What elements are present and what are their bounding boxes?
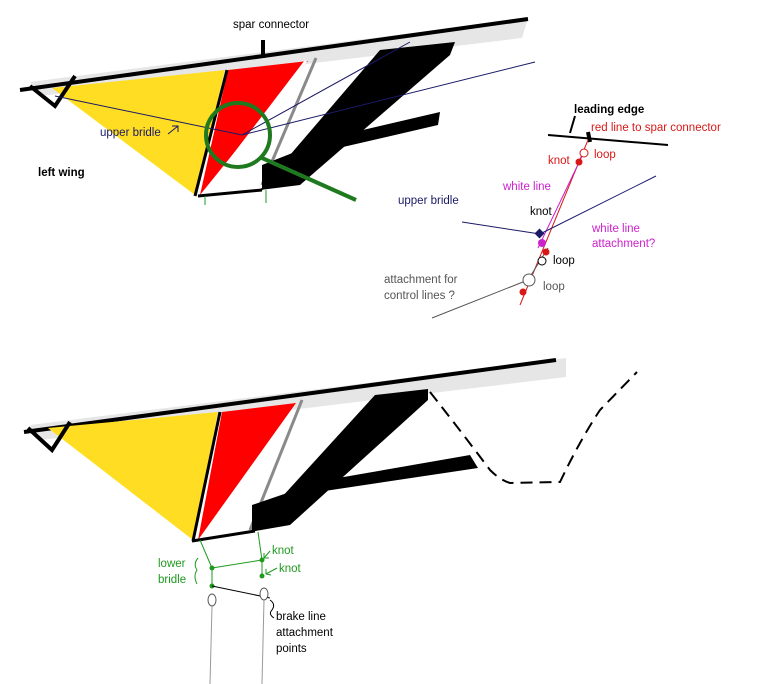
detail-upper-bridle-right bbox=[539, 175, 657, 235]
detail-upper-bridle-left bbox=[461, 221, 541, 235]
label-upper-bridle-top: upper bridle bbox=[100, 127, 161, 139]
label-white-line: white line bbox=[502, 181, 551, 193]
detail-control-line bbox=[431, 279, 529, 319]
top-black-strut-upper bbox=[260, 42, 455, 190]
bottom-leading-edge-line bbox=[23, 358, 557, 434]
bottom-black-keel bbox=[252, 492, 290, 532]
brake-loop-left bbox=[207, 593, 217, 607]
detail-loop-grey bbox=[522, 273, 536, 287]
label-brake-1: brake line bbox=[276, 611, 326, 623]
bottom-bottom-edge bbox=[191, 529, 256, 543]
label-spar-connector: spar connector bbox=[233, 19, 309, 31]
label-attachment-control-1: attachment for bbox=[384, 274, 458, 286]
detail-knot-red-3 bbox=[519, 288, 527, 296]
magnifier-icon bbox=[204, 101, 272, 169]
top-kite-view: spar connector upper bridle left wing bbox=[19, 17, 536, 205]
top-leading-edge-line bbox=[19, 17, 529, 92]
brace-icon-lower-bridle bbox=[194, 557, 199, 585]
label-left-wing: left wing bbox=[38, 167, 85, 179]
label-loop-grey: loop bbox=[543, 281, 565, 293]
brake-line-right bbox=[261, 599, 265, 684]
magnifier-handle bbox=[261, 156, 357, 202]
label-white-line-attachment-2: attachment? bbox=[592, 238, 655, 250]
bottom-yellow-panel bbox=[48, 412, 218, 540]
top-wingtip-bracket bbox=[28, 74, 77, 109]
detail-leading-edge bbox=[547, 134, 669, 146]
detail-spar-connector bbox=[586, 131, 592, 143]
arrow-icon-upper-bridle bbox=[167, 125, 179, 135]
top-panel-divider bbox=[193, 69, 229, 197]
lower-bridle-knot-3 bbox=[259, 573, 265, 579]
brake-line-left bbox=[209, 605, 213, 684]
label-knot-black: knot bbox=[530, 206, 553, 218]
bottom-panel-divider bbox=[191, 411, 222, 542]
label-leading-edge: leading edge bbox=[574, 104, 644, 116]
detail-knot-red bbox=[575, 158, 583, 166]
label-lower-bridle-2: bridle bbox=[158, 574, 186, 586]
detail-knot-black bbox=[534, 228, 545, 239]
label-attachment-control-2: control lines ? bbox=[384, 290, 455, 302]
lower-bridle-right bbox=[257, 531, 263, 576]
bottom-dashed-wing-outline bbox=[429, 371, 638, 485]
bridle-detail-view: leading edge red line to spar connector … bbox=[384, 104, 721, 319]
top-bottom-edge bbox=[197, 188, 263, 198]
lower-bridle-knot-1 bbox=[209, 565, 215, 571]
top-white-edge bbox=[204, 60, 308, 193]
brace-icon-brake bbox=[269, 599, 275, 619]
bottom-red-panel bbox=[198, 403, 296, 540]
label-loop-black: loop bbox=[553, 255, 575, 267]
detail-leading-arrow bbox=[569, 115, 576, 134]
top-upper-bridle-line-2 bbox=[241, 61, 536, 136]
bottom-wingtip-bracket bbox=[26, 420, 72, 454]
detail-loop-red bbox=[579, 148, 589, 158]
bottom-kite-view: lower bridle knot knot brake line attach… bbox=[23, 358, 638, 684]
lower-bridle-cross bbox=[211, 559, 263, 569]
detail-knot-red-2 bbox=[542, 248, 550, 256]
bottom-black-strut-lower bbox=[315, 455, 478, 492]
arrow-icon-knot-1 bbox=[263, 550, 271, 559]
top-yellow-panel bbox=[52, 70, 225, 195]
label-brake-3: points bbox=[276, 643, 307, 655]
label-brake-2: attachment bbox=[276, 627, 334, 639]
label-knot-2: knot bbox=[279, 563, 302, 575]
label-lower-bridle-1: lower bbox=[158, 558, 186, 570]
label-upper-bridle-detail: upper bridle bbox=[398, 195, 459, 207]
arrow-icon-knot-2 bbox=[265, 567, 278, 576]
top-black-strut-lower bbox=[320, 112, 440, 150]
lower-bridle-knot-2 bbox=[259, 557, 265, 563]
bottom-black-strut-upper bbox=[250, 389, 428, 532]
label-loop-red: loop bbox=[594, 149, 616, 161]
label-knot-1: knot bbox=[272, 545, 295, 557]
brake-loop-right bbox=[259, 587, 269, 601]
label-knot-red: knot bbox=[548, 155, 571, 167]
detail-white-line bbox=[537, 151, 585, 249]
label-white-line-attachment-1: white line bbox=[591, 223, 640, 235]
label-red-line-to-spar: red line to spar connector bbox=[591, 122, 721, 134]
detail-knot-magenta bbox=[538, 239, 546, 247]
top-black-keel bbox=[262, 150, 300, 190]
lower-bridle-left bbox=[199, 539, 213, 586]
detail-loop-black bbox=[537, 256, 547, 266]
